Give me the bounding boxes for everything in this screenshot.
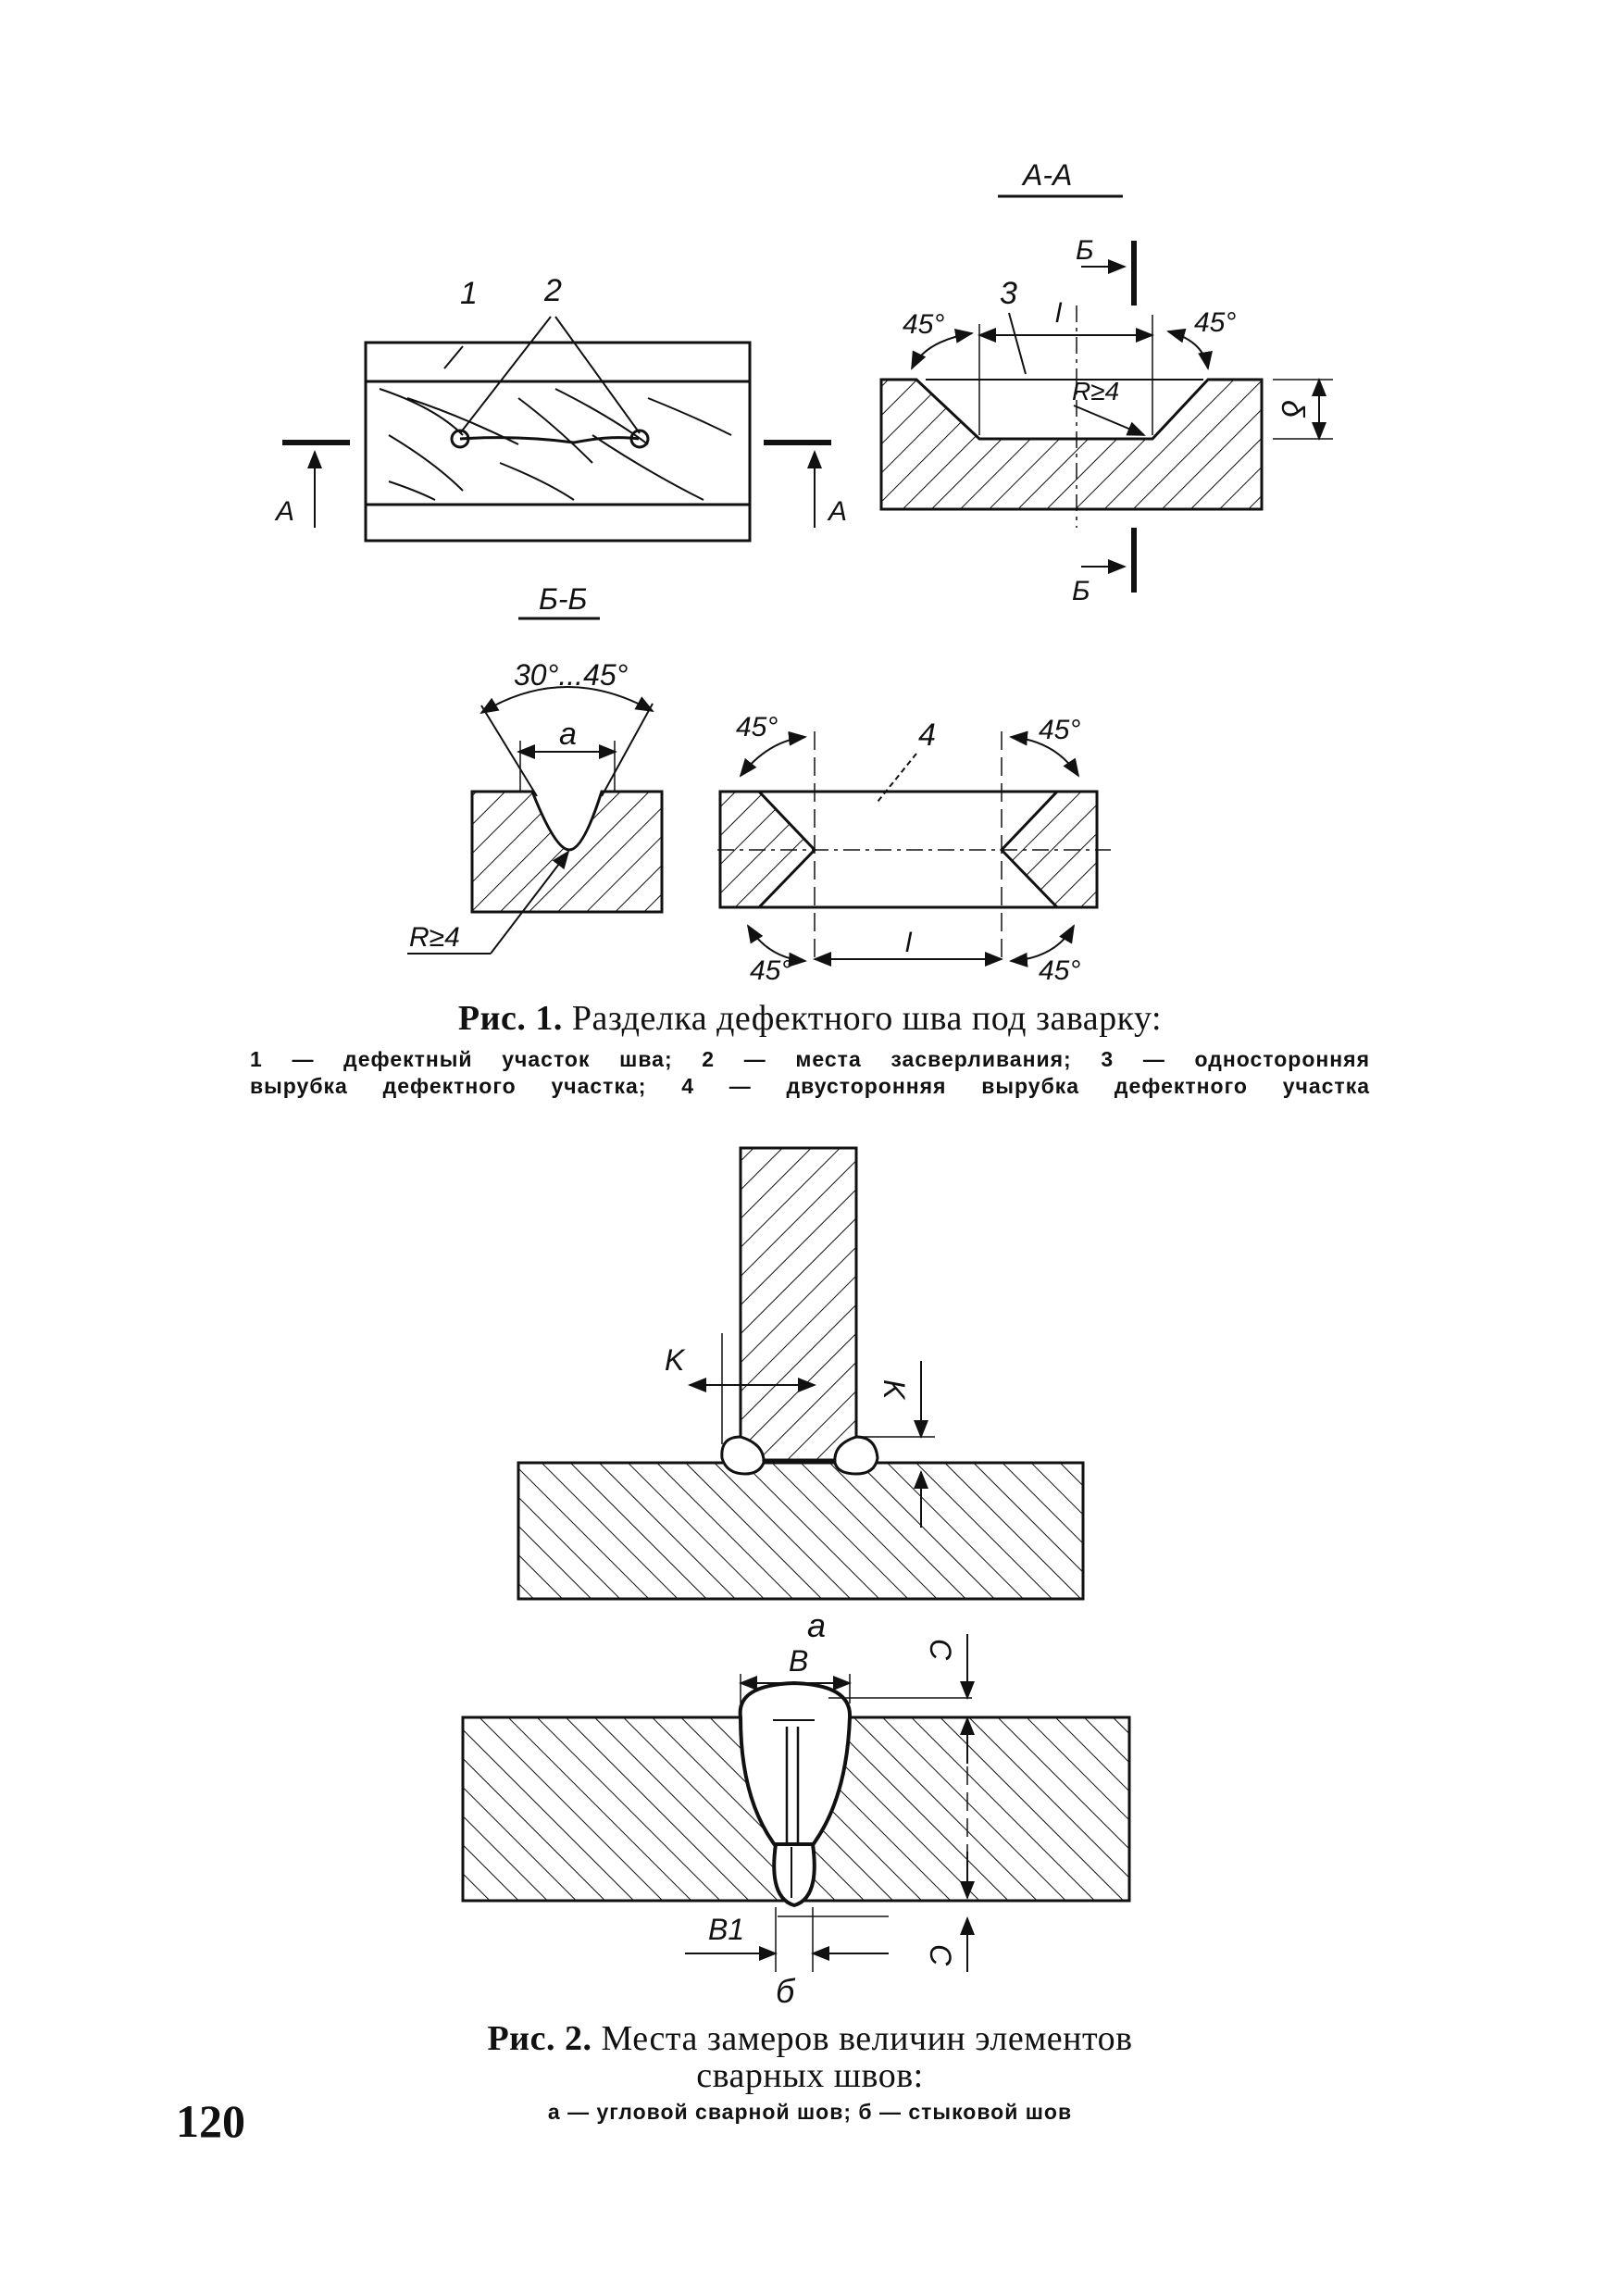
fillet-weld: K K а [517,1146,1085,1644]
label-1: 1 [460,276,478,311]
butt-weld: B C C B1 б [461,1634,1131,2010]
section-BB: Б-Б 30°...45° a R≥4 [407,582,664,955]
label-2: 2 [543,273,562,308]
figure2-caption-text: Места замеров величин элементов [601,2019,1133,2058]
angle-45-right: 45° [1194,307,1236,338]
angle-45-bl: 45° [750,955,791,986]
figure1-caption-text: Разделка дефектного шва под заварку: [571,999,1163,1038]
label-3: 3 [1000,276,1017,311]
figure1-caption-title: Рис. 1. Разделка дефектного шва под зава… [250,998,1370,1039]
label-a: a [559,717,577,752]
label-l-double: l [905,928,913,958]
figure2-legend: а — угловой сварной шов; б — стыковой шо… [547,2100,1073,2124]
figure1-caption-prefix: Рис. 1. [457,999,563,1038]
figure1-legend-line1: 1 — дефектный участок шва; 2 — места зас… [250,1047,1370,1071]
page-number: 120 [176,2095,245,2147]
angle-45-tr: 45° [1039,715,1080,745]
angle-45-tl: 45° [736,712,778,742]
label-C-top: C [924,1639,957,1661]
label-sub-a: а [807,1606,826,1644]
label-4: 4 [918,718,936,753]
label-B-bottom: Б [1072,576,1090,606]
double-chamfer: 4 45° 45° 45° 45° l [717,712,1111,986]
label-K-left: K [665,1343,686,1377]
label-C-bottom: C [924,1944,957,1966]
figure2-caption: Рис. 2. Места замеров величин элементов … [250,2018,1370,2125]
label-l-AA: l [1055,298,1063,329]
label-delta: δ [1275,400,1310,418]
figure1-legend-line2: вырубка дефектного участка; 4 — двусторо… [250,1074,1370,1098]
label-B-top: Б [1076,235,1094,266]
label-A-left: А [274,496,294,527]
label-R-BB: R≥4 [409,922,460,953]
label-sub-b: б [776,1972,796,2010]
label-B1: B1 [708,1913,744,1946]
label-A-right: А [827,496,847,527]
label-R-AA: R≥4 [1072,377,1119,406]
label-B: B [789,1644,808,1678]
angle-45-br: 45° [1039,955,1080,986]
figure1-caption: Рис. 1. Разделка дефектного шва под зава… [250,998,1370,1100]
figure2-caption-prefix: Рис. 2. [487,2019,592,2058]
angle-45-left: 45° [903,309,944,340]
figure2-caption-title-line2: сварных швов: [696,2056,924,2095]
label-K-right: K [878,1379,911,1401]
section-AA-title: А-А [1021,158,1072,192]
plan-view: 1 2 А А [274,273,847,543]
figure2-caption-title-line1: Рис. 2. Места замеров величин элементов [250,2018,1370,2059]
section-AA: А-А Б Б 45° 45° l 3 R≥4 δ [879,158,1333,606]
angle-range: 30°...45° [514,658,629,692]
section-BB-title: Б-Б [539,582,587,616]
